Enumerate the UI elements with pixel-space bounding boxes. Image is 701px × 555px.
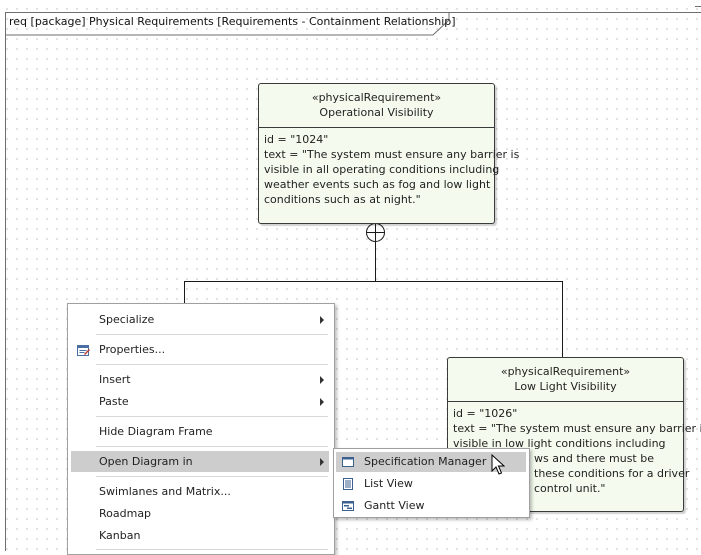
diagram-frame-corner-mark xyxy=(695,6,701,7)
menu-item-label: Paste xyxy=(99,391,129,412)
requirement-operational-visibility[interactable]: «physicalRequirement» Operational Visibi… xyxy=(258,83,495,224)
menu-item-label: Kanban xyxy=(99,525,140,546)
menu-item-label: Hide Diagram Frame xyxy=(99,421,213,442)
requirement-attribute-line: weather events such as fog and low light xyxy=(264,177,489,192)
menu-item-insert[interactable]: Insert xyxy=(71,369,329,390)
requirement-attribute-line: text = "The system must ensure any barri… xyxy=(453,421,678,436)
containment-anchor-icon xyxy=(365,222,386,243)
menu-item-specialize[interactable]: Specialize xyxy=(71,309,329,330)
menu-item-swimlanes-and-matrix[interactable]: Swimlanes and Matrix... xyxy=(71,481,329,502)
gantt-view-icon xyxy=(342,500,354,512)
menu-item-label: Roadmap xyxy=(99,503,151,524)
menu-item-label: Specialize xyxy=(99,309,154,330)
frame-label-text: req [package] Physical Requirements [Req… xyxy=(9,15,456,28)
submenu-arrow-icon xyxy=(320,316,324,324)
requirement-stereotype: «physicalRequirement» xyxy=(448,364,683,379)
submenu-item-label: List View xyxy=(364,474,413,494)
submenu-arrow-icon xyxy=(320,376,324,384)
specification-manager-icon xyxy=(342,456,354,468)
submenu-arrow-icon xyxy=(320,458,324,466)
properties-icon xyxy=(75,342,91,358)
menu-item-properties[interactable]: Properties... xyxy=(71,339,329,360)
requirement-attribute-line: visible in all operating conditions incl… xyxy=(264,162,489,177)
requirement-attribute-line: id = "1026" xyxy=(453,406,678,421)
menu-item-label: Properties... xyxy=(99,339,165,360)
requirement-name: Low Light Visibility xyxy=(448,379,683,394)
menu-item-label: Open Diagram in xyxy=(99,451,193,472)
submenu-arrow-icon xyxy=(320,398,324,406)
menu-item-roadmap[interactable]: Roadmap xyxy=(71,503,329,524)
menu-separator xyxy=(96,364,328,365)
requirement-header: «physicalRequirement» Operational Visibi… xyxy=(259,84,494,128)
submenu-item-gantt-view[interactable]: Gantt View xyxy=(336,496,526,516)
submenu-item-list-view[interactable]: List View xyxy=(336,474,526,494)
menu-separator xyxy=(96,549,328,550)
diagram-frame-label[interactable]: req [package] Physical Requirements [Req… xyxy=(5,12,450,36)
menu-item-label: Swimlanes and Matrix... xyxy=(99,481,231,502)
menu-item-paste[interactable]: Paste xyxy=(71,391,329,412)
requirement-attribute-line: id = "1024" xyxy=(264,132,489,147)
menu-separator xyxy=(96,334,328,335)
containment-connector-left-drop[interactable] xyxy=(184,281,185,305)
containment-connector-vertical[interactable] xyxy=(375,242,376,282)
containment-connector-right-drop[interactable] xyxy=(562,281,563,358)
requirement-attribute-line: text = "The system must ensure any barri… xyxy=(264,147,489,162)
requirement-name: Operational Visibility xyxy=(259,105,494,120)
mouse-cursor-icon xyxy=(491,454,505,476)
requirement-attribute-line: conditions such as at night." xyxy=(264,192,489,207)
menu-separator xyxy=(96,476,328,477)
diagram-frame-left-border xyxy=(5,12,6,551)
requirement-attributes: id = "1024" text = "The system must ensu… xyxy=(259,128,494,211)
menu-item-hide-diagram-frame[interactable]: Hide Diagram Frame xyxy=(71,421,329,442)
submenu-item-label: Gantt View xyxy=(364,496,424,516)
list-view-icon xyxy=(342,478,354,490)
menu-separator xyxy=(96,416,328,417)
menu-item-kanban[interactable]: Kanban xyxy=(71,525,329,546)
containment-connector-horizontal[interactable] xyxy=(184,281,562,282)
requirement-stereotype: «physicalRequirement» xyxy=(259,90,494,105)
menu-item-open-diagram-in[interactable]: Open Diagram in xyxy=(71,451,329,472)
submenu-item-label: Specification Manager xyxy=(364,452,486,472)
context-menu: Specialize Properties... Insert Paste Hi… xyxy=(67,303,335,555)
menu-item-label: Insert xyxy=(99,369,131,390)
requirement-header: «physicalRequirement» Low Light Visibili… xyxy=(448,358,683,402)
menu-separator xyxy=(96,446,328,447)
